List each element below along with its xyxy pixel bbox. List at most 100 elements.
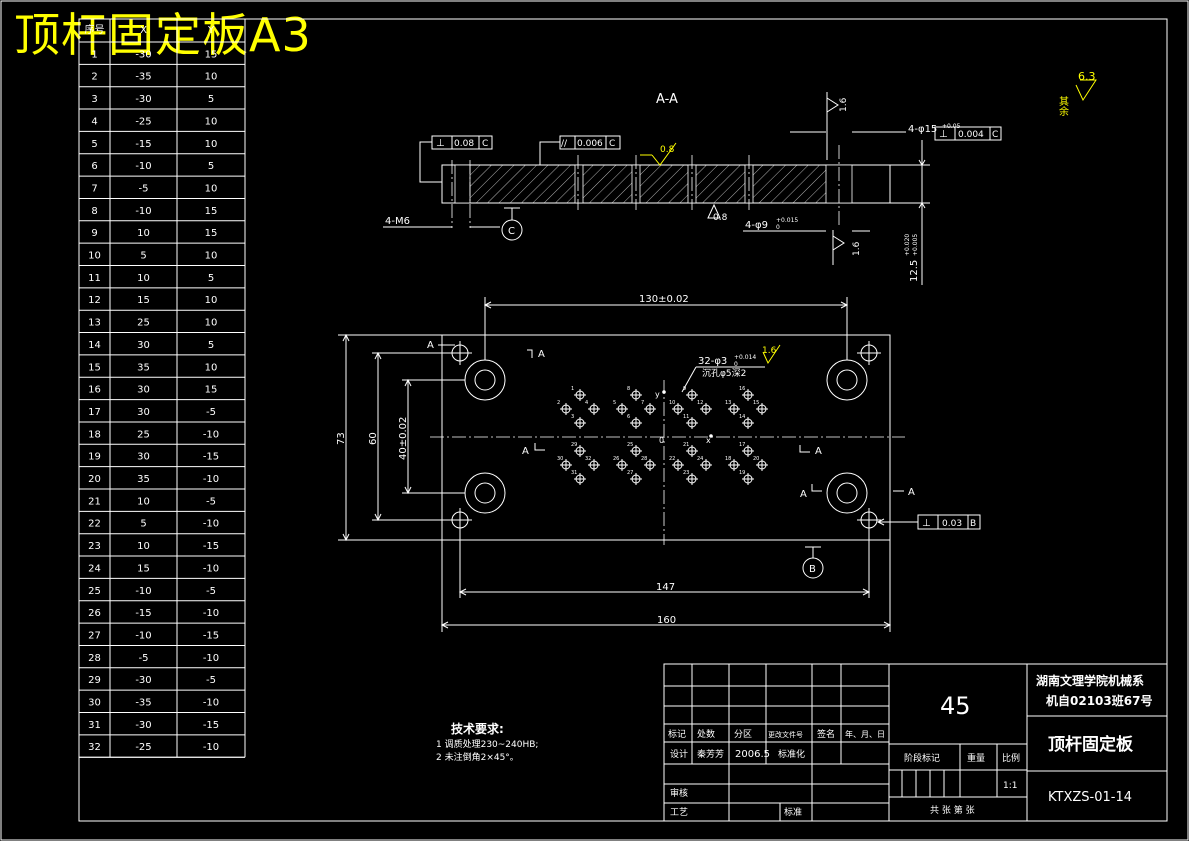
ejector-hole: 32 [585, 456, 600, 471]
table-cell-index: 5 [91, 139, 97, 150]
table-cell-index: 31 [88, 720, 101, 731]
roughness-bottom: 0.8 [707, 203, 728, 223]
svg-text:160: 160 [657, 615, 676, 626]
table-cell-y: 10 [205, 72, 218, 83]
ejector-hole-number: 4 [585, 400, 588, 406]
ejector-hole-number: 19 [739, 470, 745, 476]
inner-frame [78, 18, 1168, 822]
table-cell-y: -10 [203, 563, 219, 574]
svg-text:A: A [815, 446, 822, 457]
ejector-hole: 21 [683, 442, 698, 457]
table-cell-y: 5 [208, 161, 214, 172]
ejector-hole: 12 [697, 400, 712, 415]
ejector-hole-number: 8 [627, 386, 630, 392]
svg-text:B: B [970, 519, 976, 529]
svg-text:标准: 标准 [784, 806, 802, 818]
section-label: A-A [656, 92, 678, 107]
default-roughness-label: 其余 [1057, 96, 1069, 117]
table-cell-index: 2 [91, 72, 97, 83]
ejector-hole: 27 [627, 470, 642, 485]
table-cell-index: 29 [88, 675, 101, 686]
table-header: X [140, 25, 147, 36]
table-cell-index: 23 [88, 541, 101, 552]
school-name: 湖南文理学院机械系 [1036, 673, 1144, 688]
table-cell-index: 28 [88, 653, 101, 664]
svg-text:0.004: 0.004 [958, 130, 984, 140]
ejector-hole: 3 [571, 414, 586, 429]
table-cell-y: 15 [205, 49, 218, 60]
table-cell-index: 15 [88, 362, 101, 373]
table-cell-x: -25 [135, 742, 151, 753]
table-cell-x: -35 [135, 698, 151, 709]
ejector-hole-number: 15 [753, 400, 759, 406]
table-cell-y: -10 [203, 429, 219, 440]
datum-c: C [501, 207, 523, 241]
table-cell-index: 7 [91, 183, 97, 194]
svg-text:2006.5: 2006.5 [735, 749, 770, 760]
roughness-right-bottom: 1.6 [832, 230, 862, 265]
table-cell-x: 10 [137, 496, 150, 507]
table-cell-index: 4 [91, 116, 97, 127]
gdt-perpendicular-right: ⊥ 0.004 C [934, 126, 1002, 141]
table-cell-y: -10 [203, 742, 219, 753]
table-cell-y: -10 [203, 608, 219, 619]
table-cell-index: 8 [91, 206, 97, 217]
dimension-160: 160 [440, 540, 892, 632]
ejector-hole: 29 [571, 442, 586, 457]
svg-text:C: C [609, 139, 615, 149]
svg-text:0: 0 [776, 224, 780, 231]
ejector-hole: 8 [627, 386, 642, 401]
table-cell-y: 10 [205, 362, 218, 373]
ejector-hole-number: 5 [613, 400, 616, 406]
svg-text:A: A [908, 487, 915, 498]
table-cell-y: 10 [205, 183, 218, 194]
table-cell-x: 30 [137, 407, 150, 418]
svg-text:0.006: 0.006 [577, 139, 603, 149]
table-cell-index: 17 [88, 407, 101, 418]
table-cell-index: 26 [88, 608, 101, 619]
ejector-hole-number: 28 [641, 456, 647, 462]
title-block: 标记 处数 分区 更改文件号 签名 年、月、日 设计 秦芳芳 2006.5 标准… [663, 663, 1168, 822]
ejector-hole: 5 [613, 400, 628, 415]
table-cell-x: 35 [137, 362, 150, 373]
table-cell-x: 10 [137, 273, 150, 284]
table-cell-y: -15 [203, 541, 219, 552]
table-cell-x: 15 [137, 563, 150, 574]
ejector-hole: 26 [613, 456, 628, 471]
ejector-hole: 15 [753, 400, 768, 415]
svg-text:标记: 标记 [668, 728, 686, 740]
svg-text:0.03: 0.03 [942, 519, 962, 529]
ejector-hole: 9 [683, 386, 698, 401]
svg-text://: // [561, 139, 568, 149]
svg-text:32-φ3: 32-φ3 [698, 356, 727, 367]
svg-text:工艺: 工艺 [670, 807, 688, 818]
table-cell-y: -5 [206, 586, 216, 597]
svg-text:A: A [800, 489, 807, 500]
table-cell-x: -25 [135, 116, 151, 127]
ejector-hole-number: 2 [557, 400, 560, 406]
ejector-hole-number: 3 [571, 414, 574, 420]
ejector-hole: 7 [641, 400, 656, 415]
ejector-hole-number: 25 [627, 442, 633, 448]
svg-text:沉孔φ5深2: 沉孔φ5深2 [702, 368, 746, 379]
table-cell-x: -5 [139, 653, 149, 664]
bore-callout: 4-φ9 +0.015 0 [743, 217, 870, 232]
svg-text:A: A [538, 349, 545, 360]
ejector-hole: 6 [627, 414, 642, 429]
thread-callout: 4-M6 [383, 216, 500, 228]
table-cell-x: -10 [135, 586, 151, 597]
svg-text:C: C [992, 130, 998, 140]
svg-text:0: 0 [734, 361, 738, 368]
tech-req-item: 2 未注倒角2×45°。 [436, 751, 519, 763]
svg-text:+0.005: +0.005 [912, 234, 919, 256]
svg-text:⊥: ⊥ [922, 518, 931, 529]
ejector-hole-number: 27 [627, 470, 633, 476]
ejector-hole: 16 [739, 386, 754, 401]
ejector-hole-number: 22 [669, 456, 675, 462]
table-cell-y: 5 [208, 94, 214, 105]
svg-text:1.6: 1.6 [839, 97, 849, 112]
ejector-hole-number: 26 [613, 456, 619, 462]
table-cell-index: 19 [88, 452, 101, 463]
ejector-hole: 19 [739, 470, 754, 485]
svg-text:4-M6: 4-M6 [385, 216, 410, 227]
